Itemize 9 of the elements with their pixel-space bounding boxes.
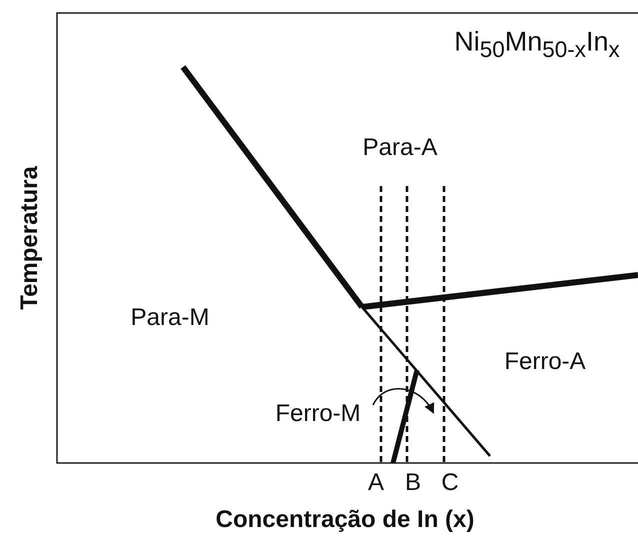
- region-label: Para-A: [362, 134, 438, 162]
- formula-label: Ni$_{50}$Mn$_{50-x}$In$_{x}$: [454, 27, 620, 63]
- axis-title: Concentração de In (x): [216, 506, 474, 534]
- axis-title: Temperatura: [16, 166, 44, 310]
- region-label: Para-M: [130, 304, 210, 332]
- axis-tick-label: A: [368, 470, 384, 496]
- axis-tick-label: C: [441, 470, 459, 496]
- axis-tick-label: B: [405, 470, 421, 496]
- region-label: Ferro-A: [504, 348, 586, 376]
